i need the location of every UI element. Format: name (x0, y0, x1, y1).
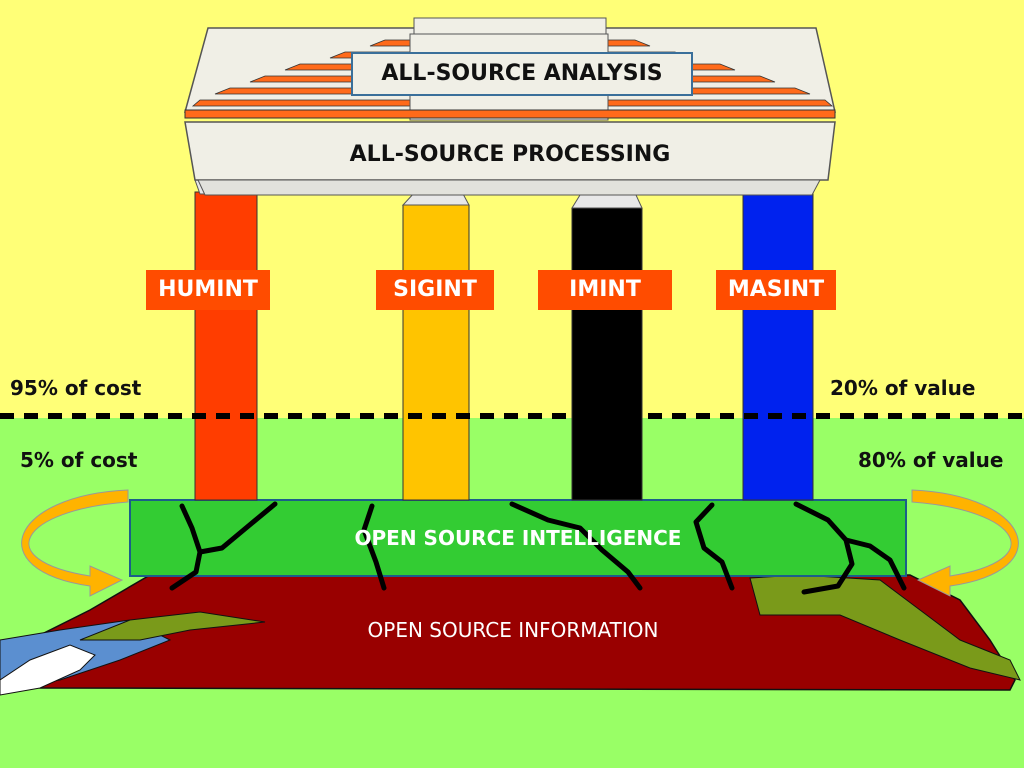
osint-band (129, 499, 907, 577)
humint-pillar (194, 191, 258, 501)
imint-pillar (571, 207, 643, 501)
imint-capital (571, 194, 643, 209)
left-arrow-icon (21, 489, 129, 597)
left-above-stat: 95% of cost (10, 376, 142, 400)
osint-label: OPEN SOURCE INTELLIGENCE (354, 526, 682, 550)
processing-label: ALL-SOURCE PROCESSING (349, 142, 671, 167)
grass-patch-left (79, 611, 266, 641)
pillars (194, 179, 814, 501)
masint-label: MASINT (716, 270, 836, 310)
humint-label: HUMINT (146, 270, 270, 310)
analysis-label: ALL-SOURCE ANALYSIS (381, 61, 663, 86)
analysis-label-box (351, 52, 693, 96)
masint-pillar (742, 191, 814, 501)
cracks (169, 501, 907, 595)
sigint-pillar (402, 204, 470, 501)
left-below-stat: 5% of cost (20, 448, 138, 472)
right-arrow-icon (911, 489, 1019, 597)
cornice-stripe (184, 109, 836, 119)
roof-crest (413, 17, 607, 35)
right-above-stat: 20% of value (830, 376, 976, 400)
imint-label: IMINT (538, 270, 672, 310)
right-below-stat: 80% of value (858, 448, 1004, 472)
osinf-label: OPEN SOURCE INFORMATION (367, 618, 659, 642)
entablature (184, 121, 836, 181)
information-terrain (0, 574, 1021, 696)
snow-patch (0, 644, 96, 696)
sigint-label: SIGINT (376, 270, 494, 310)
entablature-base (197, 179, 821, 196)
grass-patch-right (749, 574, 1021, 681)
